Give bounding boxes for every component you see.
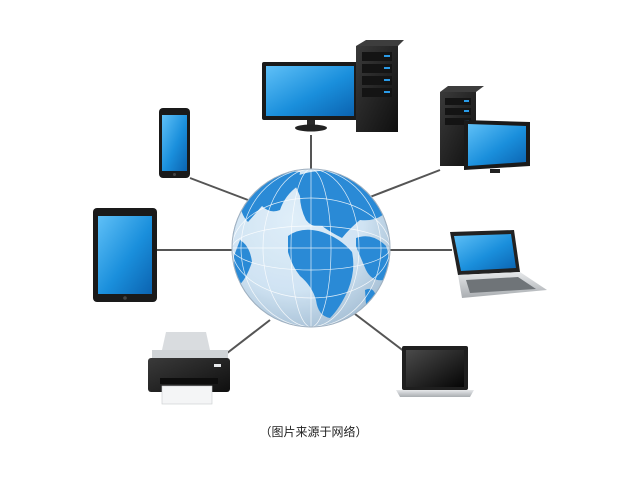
globe-icon (231, 168, 391, 328)
laptop-open-icon (450, 230, 547, 298)
server-with-monitor-icon (440, 86, 530, 173)
printer-icon (148, 332, 230, 405)
tablet-icon (93, 208, 157, 302)
tower-server-icon (356, 40, 404, 132)
connector-server (369, 169, 441, 198)
connector-phone (189, 177, 249, 201)
connector-printer (221, 319, 271, 358)
image-source-caption: （图片来源于网络） (259, 425, 368, 439)
connector-laptop-dark (354, 313, 406, 353)
laptop-dark-icon (396, 346, 474, 397)
connector-lines (157, 135, 452, 358)
smartphone-icon (159, 108, 190, 178)
desktop-monitor-icon (262, 62, 358, 132)
